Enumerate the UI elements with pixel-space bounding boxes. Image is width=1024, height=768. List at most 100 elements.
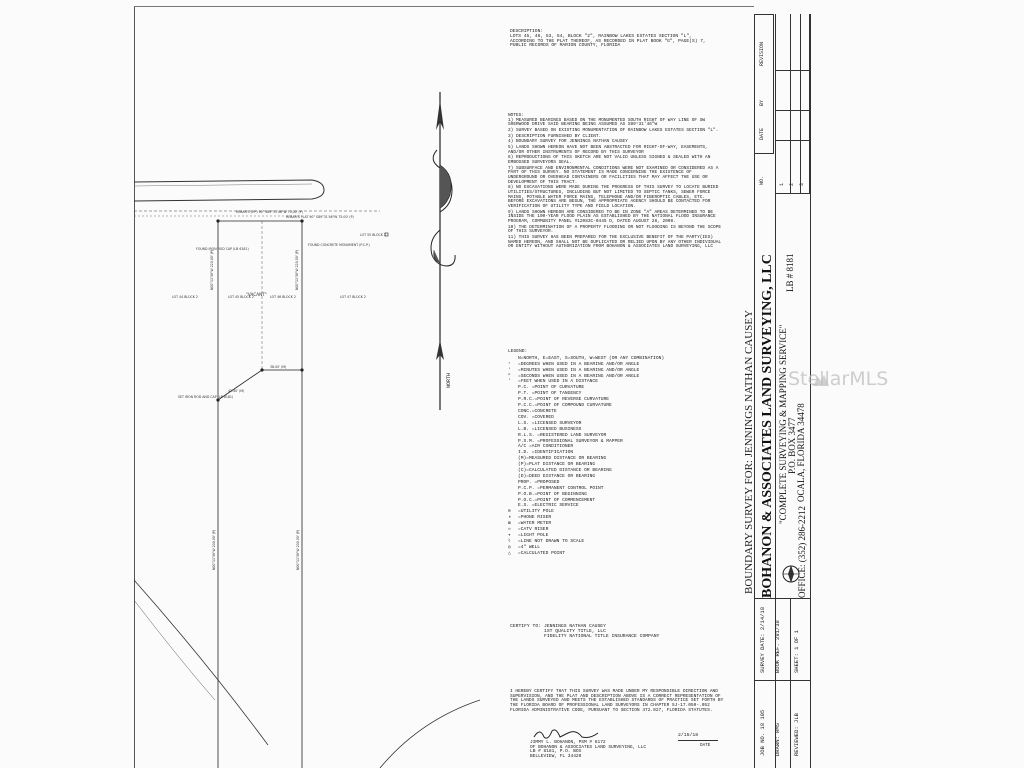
legend-text: =CATV RISER [518,527,549,533]
bearing-low-right: N00°11'38"W 200.00' (P) [296,530,300,570]
found-iron-label: FOUND IRON ROD CAP (LB 6181) [196,247,249,251]
survey-for-title: BOUNDARY SURVEY FOR: JENNINGS NATHAN CAU… [743,309,755,594]
revision-table [754,14,774,154]
stellar-logo-icon [813,375,829,386]
legend-item: '=MINUTES WHEN USED IN A BEARING AND/OR … [508,368,708,374]
revision-row-number: 2 [789,182,795,186]
surveyor-firm: OF BOHANON & ASSOCIATES LAND SURVEYING, … [530,744,647,750]
legend-symbol-icon: ⊠ [508,521,511,527]
certify-label: CERTIFY TO: [510,624,541,629]
legend-text: (M)=MEASURED DISTANCE OR BEARING [518,456,607,462]
drawn-by: DRAWN: RMS [774,722,781,756]
legend-text: =DEGREES WHEN USED IN A BEARING AND/OR A… [518,361,640,367]
legend-item: " =SECONDS WHEN USED IN A BEARING AND/OR … [508,373,708,380]
note-item: 3) DESCRIPTION FURNISHED BY CLIENT. [508,133,602,139]
bearing-right: N00°11'38"W 220.00' (P) [295,250,299,290]
legend-item: (C)=CALCULATED DISTANCE OR BEARING [508,468,708,474]
revision-grid [776,14,810,194]
certify-party: JENNINGS NATHAN CAUSEY [544,623,606,629]
legend-text: =LINE NOT DRAWN TO SCALE [518,538,585,544]
legend-text: CONC.=CONCRETE [518,408,557,414]
legend-symbol-icon: ⊖ [508,509,511,515]
legend-symbol-icon: ° [508,361,511,367]
legend-text: N=NORTH, E=EAST, S=SOUTH, W=WEST (OR ANY… [518,355,665,361]
legend-text: =CALCULATED POINT [518,550,565,556]
legend-text: =PHONE RISER [518,515,552,521]
legend-item: P.C. =POINT OF CURVATURE [508,385,708,391]
legend-item: P.C.C.=POINT OF COMPOUND CURVATURE [508,403,708,409]
legend-text: E.S. =ELECTRIC SERVICE [518,503,579,509]
surveyor-signature [533,729,599,739]
revision-col-line [790,14,791,194]
certification-text: I HEREBY CERTIFY THAT THIS SURVEY WAS MA… [510,689,724,713]
legend-item: P.T. =POINT OF TANGENCY [508,391,708,397]
revision-header-no: NO. [759,175,765,185]
legend-item: ⊖=UTILITY POLE [508,509,708,515]
legend-item: △=CALCULATED POINT [508,550,708,557]
legend-item: (P)=PLAT DISTANCE OR BEARING [508,462,708,468]
legend-text: L.S. =LICENSED SURVEYOR [518,420,582,426]
legend-text: (C)=CALCULATED DISTANCE OR BEARING [518,468,612,474]
legend-text: =SECONDS WHEN USED IN A BEARING AND/OR A… [518,373,640,379]
description-text: LOTS 45, 46, 53, 54, BLOCK "2", RAINBOW … [510,33,706,49]
revision-row-number: 1 [779,182,785,186]
revision-col-line [800,14,801,194]
legend-item: R.L.S. =REGISTERED LAND SURVEYOR [508,432,708,439]
book-ref: BOOK REF. 281/38 [774,620,781,673]
legend-symbol-icon: ✦ [508,533,511,538]
note-item: 11) THIS SURVEY HAS BEEN PREPARED FOR TH… [508,235,722,250]
legend-item: P.O.B.=POINT OF BEGINNING [508,492,708,498]
legend-item: ⊠=WATER METER [508,521,708,527]
bearing-low-left: N00°11'38"W 200.00' (P) [212,530,216,570]
legend-text: COV. =COVERED [518,414,554,420]
lot-45-label: LOT 45 BLOCK 2 [228,295,254,299]
legend-item: ◎=4" WELL [508,545,708,551]
legend-text: P.C. =POINT OF CURVATURE [518,385,585,391]
legend-item: (D)=DEED DISTANCE OR BEARING [508,473,708,480]
legend-symbol-icon: ☼ [508,527,511,533]
legend-item: P.C.P. =PERMANENT CONTROL POINT [508,486,708,492]
certify-block: CERTIFY TO: JENNINGS NATHAN CAUSEY 1ST Q… [510,623,730,640]
legend-item: E.S. =ELECTRIC SERVICE [508,504,708,509]
note-item: 6) REPRODUCTIONS OF THIS SKETCH ARE NOT … [508,155,711,166]
revision-row-number: 3 [799,182,805,186]
row-point-label-2: REBAR'S PLAT 90° S89°31'46"W 75.00' (P) [286,215,354,219]
set-iron-label: SET IRON ROD AND CAP (LB 8181) [178,395,233,399]
revision-header-date: DATE [759,127,765,140]
legend-item: ◑=PHONE RISER [508,515,708,521]
legend-item: L.B. =LICENSED BUSINESS [508,426,708,433]
legend-item: '=FEET WHEN USED IN A DISTANCE [508,380,708,385]
legend-text: P.S.M. =PROFESSIONAL SURVEYOR & MAPPER [518,438,623,444]
legend-text: (D)=DEED DISTANCE OR BEARING [518,473,596,479]
legend-text: (P)=PLAT DISTANCE OR BEARING [518,462,596,468]
legend-symbol-icon: ' [508,379,511,385]
sheet-border-left [134,6,135,768]
north-arrow-icon [430,92,456,410]
legend-text: R.L.S. =REGISTERED LAND SURVEYOR [518,432,607,438]
title-block-right-edge [810,14,811,768]
angle-label-1: 42.40' (M) [228,389,244,393]
legend-text: P.T. =POINT OF TANGENCY [518,391,582,397]
legend-item: P.O.C.=POINT OF COMMENCEMENT [508,498,708,504]
sheet-border-top [134,6,754,7]
legend-item: P.R.C.=POINT OF REVERSE CURVATURE [508,397,708,403]
title-block-inner-line [775,14,776,768]
revision-header-by: BY [759,99,765,106]
note-item: 2) SURVEY BASED ON EXISTING MONUMENTATIO… [508,128,719,134]
legend-item: PROP. =PROPOSED [508,480,708,486]
legend-item: I.D. =IDENTIFICATION [508,450,708,456]
surveyor-city: BELLEVIEW, FL 34420 [530,754,582,760]
job-info-top-line [754,598,810,599]
revision-row-line [776,140,810,141]
certification-date: 2/15/18 [678,733,699,738]
legend-symbol-icon: " [508,373,511,379]
revision-row-line [776,110,810,111]
legend-block: LEGEND: N=NORTH, E=EAST, S=SOUTH, W=WEST… [508,349,708,558]
angle-label-2: 38.00' (M) [270,365,286,369]
lot-left-label: LOT 44 BLOCK 2 [172,295,198,299]
bearing-left: N00°11'38"W 220.00' (P) [210,250,214,290]
legend-text: L.B. =LICENSED BUSINESS [518,426,582,432]
legend-item: ° =DEGREES WHEN USED IN A BEARING AND/OR … [508,361,708,368]
title-block-border [754,14,755,768]
